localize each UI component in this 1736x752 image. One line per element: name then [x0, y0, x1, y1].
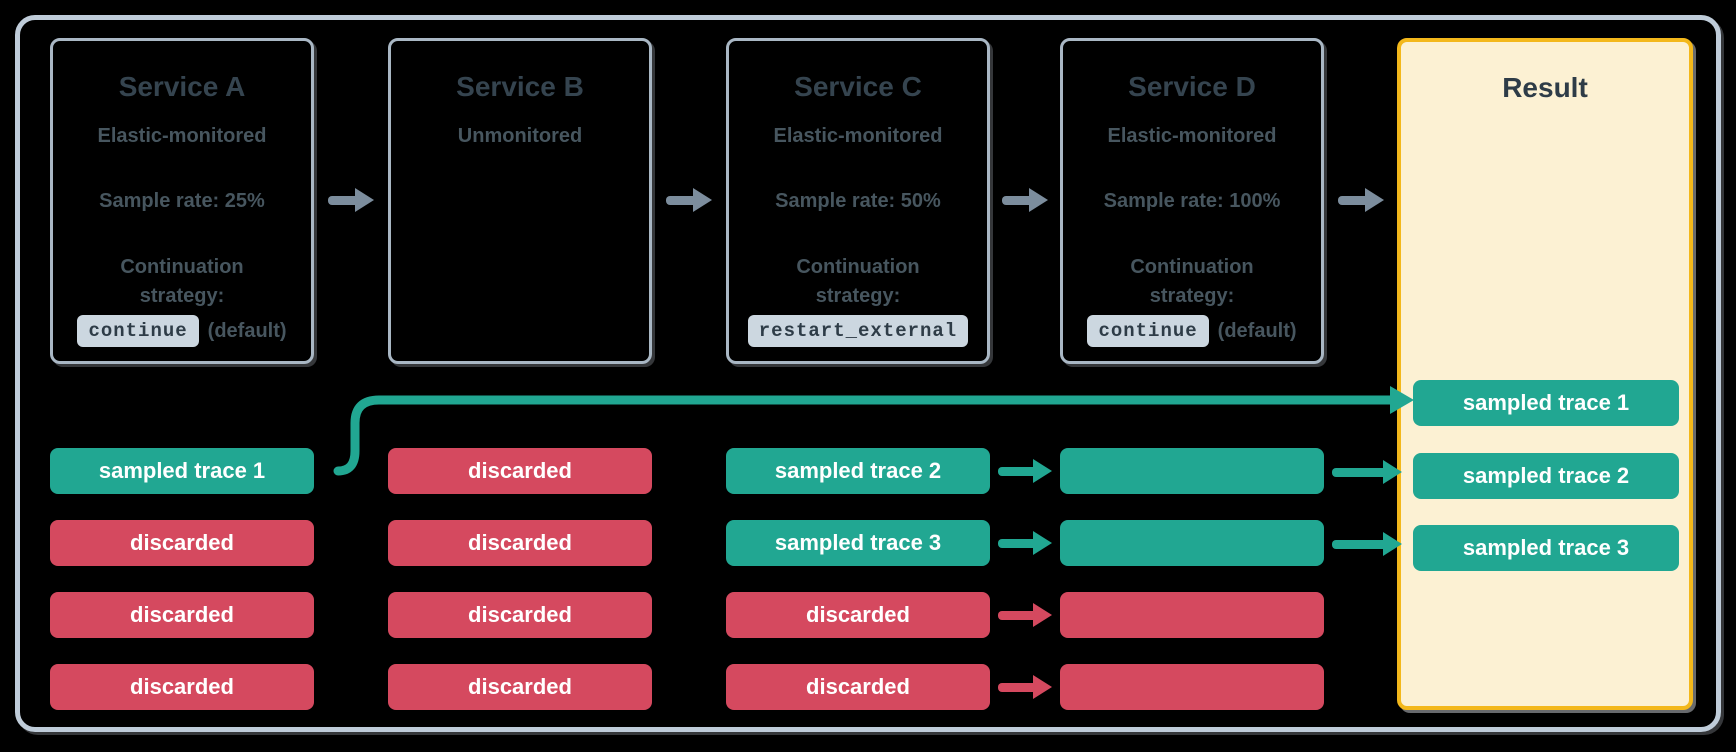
trace-box-a2: discarded — [50, 520, 314, 566]
flow-arrow-a-to-b — [328, 188, 374, 212]
trace-arrow-c3-d3 — [998, 603, 1052, 627]
trace-box-d3 — [1060, 592, 1324, 638]
arrow-stem — [998, 611, 1038, 620]
service-a-title: Service A — [118, 71, 246, 102]
trace-label: discarded — [468, 602, 572, 627]
arrow-head — [1033, 603, 1052, 627]
strategy-code-chip: continue — [77, 315, 199, 347]
trace-box-d4 — [1060, 664, 1324, 710]
trace-label: discarded — [468, 674, 572, 699]
service-a-continuation-label: Continuation strategy: — [53, 253, 311, 311]
trace-label: sampled trace 2 — [774, 458, 942, 483]
arrow-head — [1383, 532, 1402, 556]
arrow-stem — [1332, 540, 1388, 549]
trace-label: sampled trace 3 — [774, 530, 942, 555]
result-box: Result sampled trace 1 sampled trace 2 s… — [1397, 38, 1693, 710]
service-a-subtitle: Elastic-monitored — [97, 125, 267, 147]
trace-box-c4: discarded — [726, 664, 990, 710]
trace-box-b1: discarded — [388, 448, 652, 494]
service-d-strategy-row: continue (default) — [1063, 315, 1321, 347]
continuation-word: Continuation — [120, 256, 244, 278]
arrow-head — [1365, 188, 1384, 212]
result-chip-sampled-trace-3: sampled trace 3 — [1413, 525, 1679, 571]
trace-label: discarded — [468, 458, 572, 483]
trace-box-a3: discarded — [50, 592, 314, 638]
trace-box-c2: sampled trace 3 — [726, 520, 990, 566]
arrow-stem — [666, 196, 698, 205]
trace-arrow-c2-d2 — [998, 531, 1052, 555]
service-d-title: Service D — [1128, 71, 1256, 102]
strategy-word: strategy: — [815, 285, 901, 307]
trace-label: sampled trace 1 — [98, 458, 266, 483]
trace-label: discarded — [468, 530, 572, 555]
flow-arrow-c-to-d — [1002, 188, 1048, 212]
outer-frame — [15, 15, 1721, 732]
result-chip-label: sampled trace 2 — [1462, 463, 1630, 488]
result-title: Result — [1502, 72, 1588, 103]
trace-box-d2 — [1060, 520, 1324, 566]
trace-label: discarded — [806, 674, 910, 699]
trace-label: discarded — [130, 530, 234, 555]
arrow-head — [355, 188, 374, 212]
service-c-sample-rate: Sample rate: 50% — [775, 190, 941, 212]
arrow-head — [1033, 531, 1052, 555]
arrow-head — [1383, 460, 1402, 484]
trace-label: discarded — [130, 674, 234, 699]
service-c-subtitle: Elastic-monitored — [773, 125, 943, 147]
arrow-stem — [328, 196, 360, 205]
arrow-stem — [998, 467, 1038, 476]
continuation-word: Continuation — [796, 256, 920, 278]
trace-box-b3: discarded — [388, 592, 652, 638]
continuation-word: Continuation — [1130, 256, 1254, 278]
trace-box-a1: sampled trace 1 — [50, 448, 314, 494]
trace-box-c3: discarded — [726, 592, 990, 638]
strategy-code-chip: restart_external — [747, 315, 969, 347]
service-box-c: Service C Elastic-monitored Sample rate:… — [726, 38, 990, 364]
trace-box-a4: discarded — [50, 664, 314, 710]
result-chip-sampled-trace-1: sampled trace 1 — [1413, 380, 1679, 426]
service-d-continuation-label: Continuation strategy: — [1063, 253, 1321, 311]
arrow-stem — [1332, 468, 1388, 477]
result-chip-label: sampled trace 1 — [1462, 390, 1630, 415]
arrow-head — [1033, 459, 1052, 483]
trace-box-b2: discarded — [388, 520, 652, 566]
arrow-head — [693, 188, 712, 212]
service-d-subtitle: Elastic-monitored — [1107, 125, 1277, 147]
trace-label: discarded — [806, 602, 910, 627]
service-c-title: Service C — [794, 71, 922, 102]
arrow-stem — [998, 683, 1038, 692]
service-a-sample-rate: Sample rate: 25% — [99, 190, 265, 212]
service-a-strategy-row: continue (default) — [53, 315, 311, 347]
service-b-title: Service B — [456, 71, 584, 102]
trace-box-d1 — [1060, 448, 1324, 494]
flow-arrow-d-to-result — [1338, 188, 1384, 212]
strategy-default-note: (default) — [207, 319, 287, 342]
trace-label: discarded — [130, 602, 234, 627]
service-box-b: Service B Unmonitored — [388, 38, 652, 364]
strategy-code-chip: continue — [1087, 315, 1209, 347]
service-box-d: Service D Elastic-monitored Sample rate:… — [1060, 38, 1324, 364]
result-chip-label: sampled trace 3 — [1462, 535, 1630, 560]
strategy-word: strategy: — [1149, 285, 1235, 307]
trace-arrow-d1-result2 — [1332, 460, 1402, 484]
result-chip-sampled-trace-2: sampled trace 2 — [1413, 453, 1679, 499]
trace-arrow-d2-result3 — [1332, 532, 1402, 556]
trace-box-c1: sampled trace 2 — [726, 448, 990, 494]
service-c-strategy-row: restart_external — [729, 315, 987, 347]
trace-arrow-c4-d4 — [998, 675, 1052, 699]
strategy-default-note: (default) — [1217, 319, 1297, 342]
trace-arrow-c1-d1 — [998, 459, 1052, 483]
service-box-a: Service A Elastic-monitored Sample rate:… — [50, 38, 314, 364]
arrow-head — [1033, 675, 1052, 699]
service-d-sample-rate: Sample rate: 100% — [1103, 190, 1281, 212]
arrow-stem — [1338, 196, 1370, 205]
arrow-stem — [998, 539, 1038, 548]
arrow-stem — [1002, 196, 1034, 205]
trace-box-b4: discarded — [388, 664, 652, 710]
flow-arrow-b-to-c — [666, 188, 712, 212]
strategy-word: strategy: — [139, 285, 225, 307]
service-b-subtitle: Unmonitored — [457, 125, 583, 147]
service-c-continuation-label: Continuation strategy: — [729, 253, 987, 311]
arrow-head — [1029, 188, 1048, 212]
